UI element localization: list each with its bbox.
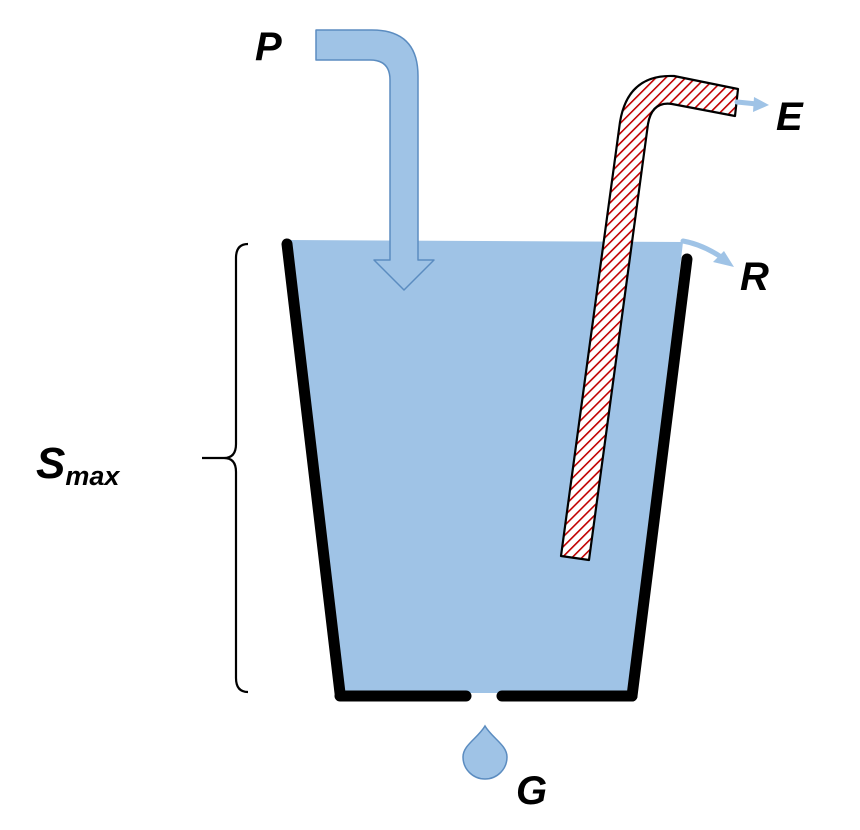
evaporation-straw [559,74,740,562]
groundwater-droplet [462,724,508,780]
water-body [287,240,683,693]
bucket-right-wall [626,253,693,702]
label-storage: Smax [36,439,120,491]
label-precipitation: P [255,25,282,69]
storage-brace [202,242,249,694]
precipitation-arrow [315,29,435,291]
label-storage-sub: max [65,461,120,491]
evaporation-arrowhead [753,97,769,112]
label-storage-main: S [36,439,65,488]
label-evaporation: E [776,95,804,139]
runoff-arrowhead [713,251,734,267]
label-groundwater: G [516,769,547,813]
bucket-left-wall [281,238,346,699]
label-runoff: R [740,255,769,299]
